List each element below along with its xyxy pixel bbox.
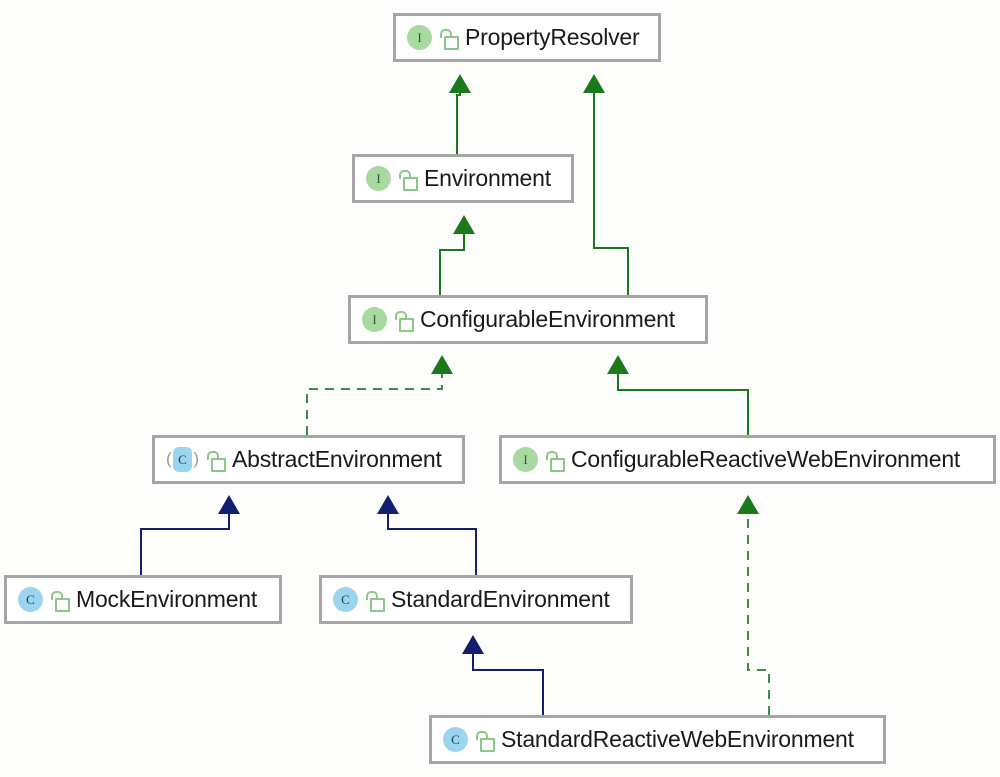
interface-icon: I: [366, 166, 391, 191]
uml-node-configurablereactivewebenvironment[interactable]: I ConfigurableReactiveWebEnvironment: [499, 435, 996, 484]
interface-icon: I: [407, 25, 432, 50]
edge-mockenvironment-to-abstractenvironment: [140, 495, 240, 575]
uml-node-label: StandardReactiveWebEnvironment: [501, 726, 854, 752]
unlocked-padlock-icon: [398, 169, 418, 191]
node-icons: C: [443, 727, 495, 752]
unlocked-padlock-icon: [206, 450, 226, 472]
abstract-class-icon: ( C ): [166, 447, 199, 472]
node-icons: I: [407, 25, 459, 50]
node-icons: ( C ): [166, 447, 226, 472]
unlocked-padlock-icon: [50, 590, 70, 612]
edge-configurablereactivewebenvironment-to-configurableenvironment: [607, 355, 749, 435]
node-icons: C: [18, 587, 70, 612]
unlocked-padlock-icon: [439, 28, 459, 50]
uml-node-label: MockEnvironment: [76, 586, 258, 612]
class-icon: C: [333, 587, 358, 612]
edge-environment-to-propertyresolver: [449, 74, 471, 154]
edge-standardreactivewebenvironment-to-standardenvironment: [462, 635, 544, 715]
uml-node-environment[interactable]: I Environment: [352, 154, 574, 203]
uml-node-standardreactivewebenvironment[interactable]: C StandardReactiveWebEnvironment: [429, 715, 886, 764]
uml-node-propertyresolver[interactable]: I PropertyResolver: [393, 13, 661, 62]
uml-node-label: Environment: [424, 165, 551, 191]
node-icons: I: [366, 166, 418, 191]
uml-node-label: ConfigurableEnvironment: [420, 306, 675, 332]
class-icon: C: [443, 727, 468, 752]
uml-node-configurableenvironment[interactable]: I ConfigurableEnvironment: [348, 295, 708, 344]
uml-node-label: AbstractEnvironment: [232, 446, 442, 472]
edge-configurableenvironment-to-propertyresolver: [583, 74, 629, 295]
uml-node-mockenvironment[interactable]: C MockEnvironment: [4, 575, 282, 624]
edge-abstractenvironment-to-configurableenvironment: [306, 355, 453, 435]
unlocked-padlock-icon: [475, 730, 495, 752]
unlocked-padlock-icon: [394, 310, 414, 332]
uml-node-standardenvironment[interactable]: C StandardEnvironment: [319, 575, 633, 624]
uml-node-label: PropertyResolver: [465, 24, 640, 50]
class-icon: C: [18, 587, 43, 612]
node-icons: I: [513, 447, 565, 472]
uml-node-label: ConfigurableReactiveWebEnvironment: [571, 446, 961, 472]
unlocked-padlock-icon: [365, 590, 385, 612]
node-icons: C: [333, 587, 385, 612]
edge-standardreactivewebenvironment-to-configurablereactivewebenvironment: [737, 495, 770, 715]
uml-node-abstractenvironment[interactable]: ( C ) AbstractEnvironment: [152, 435, 465, 484]
interface-icon: I: [513, 447, 538, 472]
edge-configurableenvironment-to-environment: [439, 215, 475, 295]
interface-icon: I: [362, 307, 387, 332]
unlocked-padlock-icon: [545, 450, 565, 472]
edge-standardenvironment-to-abstractenvironment: [377, 495, 477, 575]
node-icons: I: [362, 307, 414, 332]
uml-node-label: StandardEnvironment: [391, 586, 610, 612]
